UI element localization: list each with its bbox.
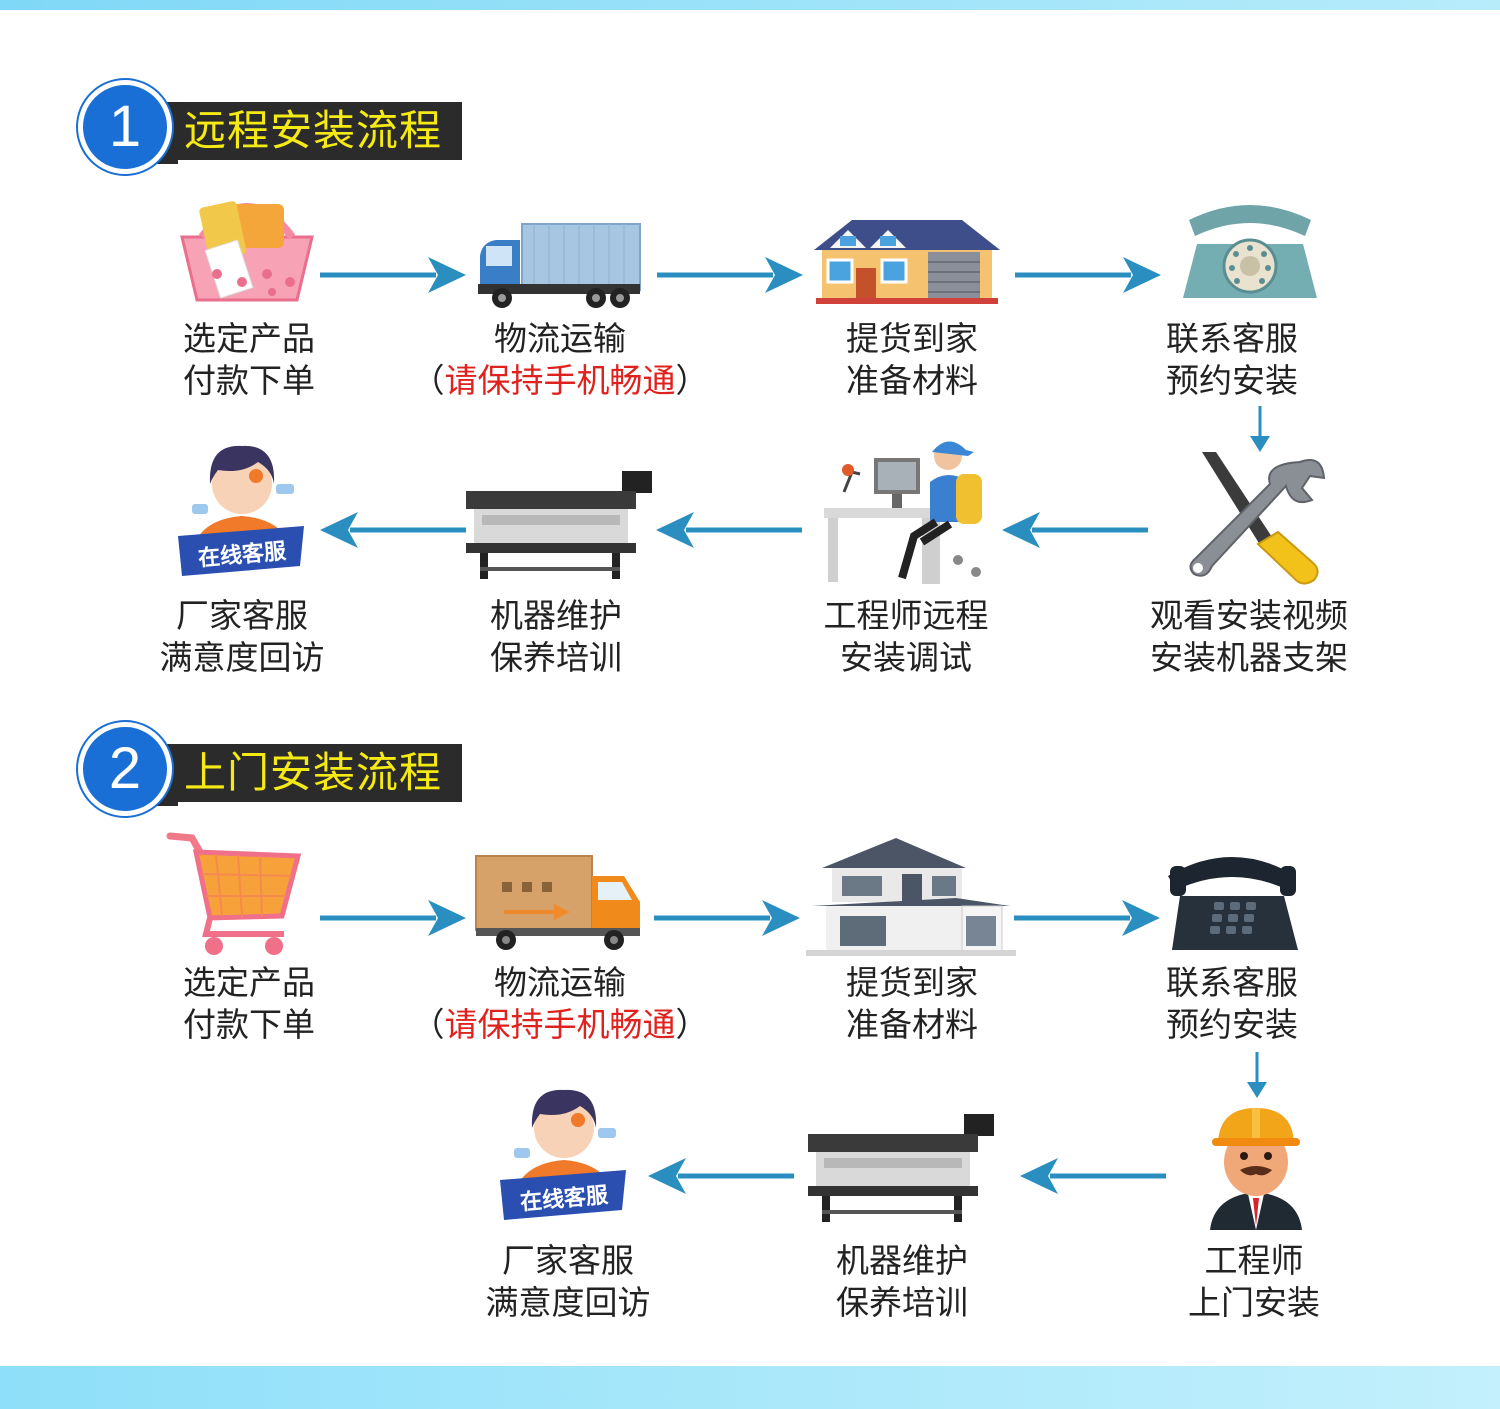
engineer-computer-icon: [824, 441, 982, 584]
step-label-line1: 物流运输: [494, 963, 626, 1002]
flow-arrow-left: [656, 512, 802, 548]
step-label-line2: 预约安装: [1166, 1005, 1298, 1044]
step-label: 选定产品 付款下单: [99, 318, 399, 402]
wrench-screwdriver-icon: [1189, 452, 1326, 585]
step-label: 联系客服 预约安装: [1082, 962, 1382, 1046]
step-label-line2: 保养培训: [836, 1283, 968, 1322]
section-number-badge: 2: [78, 722, 172, 816]
shopping-cart-icon: [166, 832, 302, 955]
delivery-truck-icon: [475, 855, 640, 950]
step-label-line2: 上门安装: [1188, 1283, 1320, 1322]
shopping-basket-icon: [180, 201, 314, 302]
step-label-line1: 观看安装视频: [1150, 596, 1348, 635]
step-label: 厂家客服 满意度回访: [418, 1240, 718, 1324]
paren-open: （: [411, 361, 445, 400]
step-label: 厂家客服 满意度回访: [92, 595, 392, 679]
desk-phone-icon: [1168, 857, 1298, 950]
step-label-line2: 准备材料: [846, 361, 978, 400]
section-title: 上门安装流程: [126, 744, 462, 806]
step-label: 机器维护 保养培训: [752, 1240, 1052, 1324]
step-label-line2: 保养培训: [490, 638, 622, 677]
step-label-line2: 预约安装: [1166, 361, 1298, 400]
flow-arrow-right: [1015, 257, 1161, 293]
customer-service-icon: 在线客服: [178, 445, 304, 576]
customer-service-icon: 在线客服: [500, 1089, 626, 1220]
flow-arrow-right: [1014, 900, 1160, 936]
top-decor-bar: [0, 0, 1500, 10]
step-label-line2: （请保持手机畅通）: [410, 360, 710, 402]
flow-arrow-left: [320, 512, 466, 548]
step-label-line1: 选定产品: [183, 963, 315, 1002]
step-label-line1: 机器维护: [490, 596, 622, 635]
step-label-line1: 厂家客服: [502, 1241, 634, 1280]
flow-arrow-right: [654, 900, 800, 936]
step-label-line1: 选定产品: [183, 319, 315, 358]
paren-open: （: [411, 1005, 445, 1044]
flow-arrow-down: [1247, 1052, 1267, 1098]
bottom-decor-bar: [0, 1366, 1500, 1409]
step-label-line2: 安装调试: [840, 638, 972, 677]
step-label-line1: 联系客服: [1166, 963, 1298, 1002]
rotary-phone-icon: [1183, 205, 1317, 298]
step-label: 提货到家 准备材料: [762, 962, 1062, 1046]
phone-notice: 请保持手机畅通: [444, 1005, 676, 1044]
step-label-line2: 安装机器支架: [1150, 638, 1348, 677]
step-label-line1: 工程师: [1204, 1241, 1304, 1280]
step-label-line2: （请保持手机畅通）: [410, 1004, 710, 1046]
step-label-line1: 联系客服: [1166, 319, 1298, 358]
step-label-line1: 厂家客服: [176, 596, 308, 635]
step-label: 工程师 上门安装: [1104, 1240, 1404, 1324]
house-icon: [814, 220, 1000, 304]
step-label-line1: 提货到家: [846, 319, 978, 358]
printer-machine-icon: [808, 1114, 994, 1222]
step-label-line2: 付款下单: [183, 361, 315, 400]
step-label: 观看安装视频 安装机器支架: [1099, 595, 1399, 679]
flow-arrow-left: [1020, 1158, 1166, 1194]
printer-machine-icon: [466, 471, 652, 579]
section-number-badge: 1: [78, 80, 172, 174]
step-label: 物流运输 （请保持手机畅通）: [410, 962, 710, 1046]
step-label-line2: 准备材料: [846, 1005, 978, 1044]
step-label-line1: 机器维护: [836, 1241, 968, 1280]
phone-notice: 请保持手机畅通: [444, 361, 676, 400]
villa-icon: [806, 838, 1016, 956]
paren-close: ）: [675, 1005, 709, 1044]
step-label-line2: 满意度回访: [159, 638, 325, 677]
step-label-line2: 付款下单: [183, 1005, 315, 1044]
flow-arrow-right: [320, 257, 466, 293]
engineer-hardhat-icon: [1210, 1108, 1302, 1230]
step-label: 选定产品 付款下单: [99, 962, 399, 1046]
step-label: 联系客服 预约安装: [1082, 318, 1382, 402]
flow-arrow-left: [1002, 512, 1148, 548]
step-label-line1: 工程师远程: [823, 596, 989, 635]
flow-arrow-down: [1250, 406, 1270, 452]
flow-arrow-right: [320, 900, 466, 936]
step-label: 工程师远程 安装调试: [756, 595, 1056, 679]
truck-icon: [478, 223, 641, 308]
step-label-line2: 满意度回访: [485, 1283, 651, 1322]
section-title: 远程安装流程: [126, 102, 462, 164]
step-label: 提货到家 准备材料: [762, 318, 1062, 402]
flow-arrow-right: [657, 257, 803, 293]
paren-close: ）: [675, 361, 709, 400]
step-label-line1: 提货到家: [846, 963, 978, 1002]
flow-arrow-left: [648, 1158, 794, 1194]
step-label: 机器维护 保养培训: [406, 595, 706, 679]
step-label: 物流运输 （请保持手机畅通）: [410, 318, 710, 402]
step-label-line1: 物流运输: [494, 319, 626, 358]
